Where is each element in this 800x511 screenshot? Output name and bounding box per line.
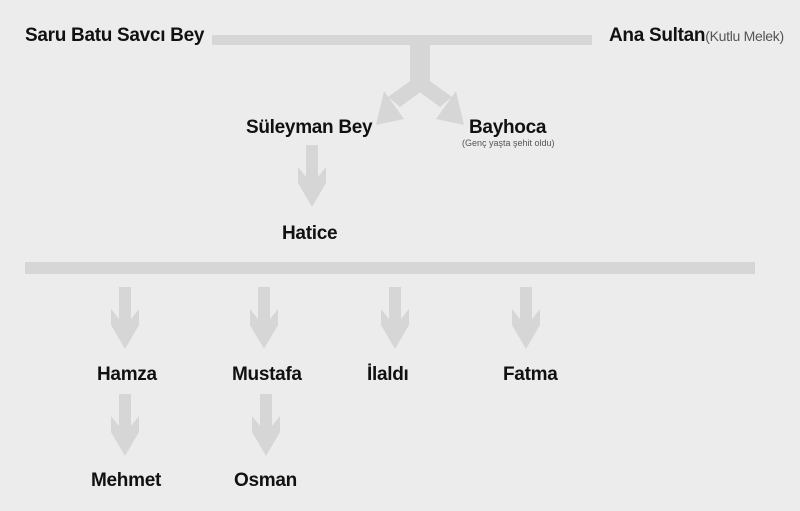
down-arrow-to-fatma: [511, 287, 541, 349]
ana-sultan-name: Ana Sultan: [609, 25, 706, 46]
person-osman: Osman: [234, 470, 297, 491]
person-ana-sultan: Ana Sultan(Kutlu Melek): [609, 25, 784, 47]
down-arrow-to-hamza: [110, 287, 140, 349]
person-hatice: Hatice: [282, 223, 338, 244]
person-hamza: Hamza: [97, 364, 157, 385]
children-connector-bar: [25, 262, 755, 274]
person-mehmet: Mehmet: [91, 470, 161, 491]
down-arrow-suleyman-to-hatice: [297, 145, 327, 207]
bayhoca-note: (Genç yaşta şehit oldu): [462, 138, 555, 148]
person-bayhoca: Bayhoca: [469, 117, 547, 138]
person-mustafa: Mustafa: [232, 364, 302, 385]
ana-sultan-alias-note: (Kutlu Melek): [705, 28, 784, 44]
down-arrow-to-ilaldi: [380, 287, 410, 349]
fork-arrow: [370, 45, 470, 127]
person-ilaldi: İlaldı: [367, 364, 409, 385]
marriage-connector-bar: [212, 35, 592, 45]
down-arrow-to-mustafa: [249, 287, 279, 349]
down-arrow-mustafa-to-osman: [251, 394, 281, 456]
person-fatma: Fatma: [503, 364, 558, 385]
person-suleyman-bey: Süleyman Bey: [246, 117, 373, 138]
down-arrow-hamza-to-mehmet: [110, 394, 140, 456]
person-saru-batu-savci-bey: Saru Batu Savcı Bey: [25, 25, 205, 46]
